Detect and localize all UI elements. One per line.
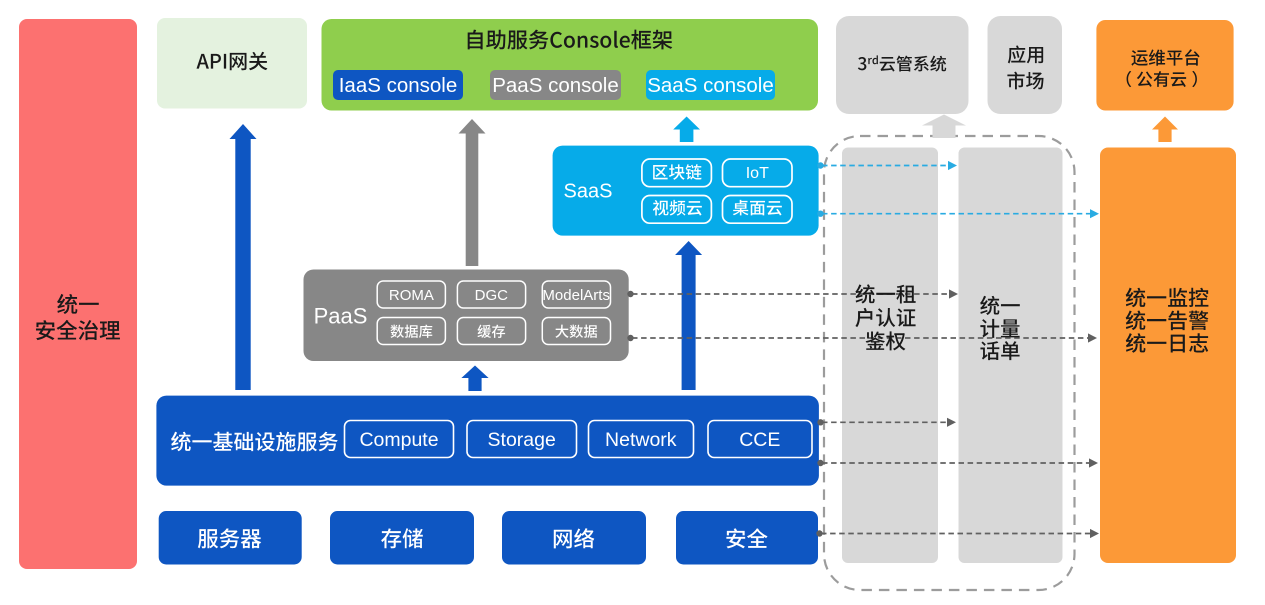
- svg-text:IaaS console: IaaS console: [339, 74, 458, 97]
- svg-text:ROMA: ROMA: [389, 287, 434, 304]
- svg-text:PaaS: PaaS: [314, 303, 368, 328]
- svg-text:Network: Network: [605, 429, 677, 451]
- svg-text:SaaS: SaaS: [564, 181, 613, 203]
- svg-text:IoT: IoT: [746, 165, 769, 182]
- svg-text:Compute: Compute: [359, 429, 438, 451]
- svg-text:DGC: DGC: [475, 287, 509, 304]
- svg-text:PaaS console: PaaS console: [492, 74, 619, 97]
- svg-text:SaaS console: SaaS console: [647, 74, 774, 97]
- svg-text:CCE: CCE: [739, 429, 780, 451]
- svg-text:ModelArts: ModelArts: [542, 287, 610, 304]
- svg-text:Storage: Storage: [488, 429, 556, 451]
